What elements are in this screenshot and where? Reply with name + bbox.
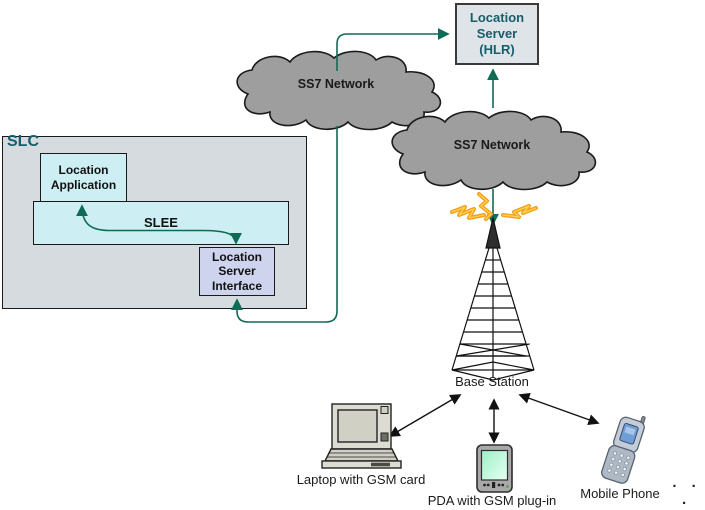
arrow-base-to-mobile xyxy=(518,392,600,426)
mobile-phone-label: Mobile Phone xyxy=(580,486,660,501)
pda-label: PDA with GSM plug-in xyxy=(427,493,557,508)
location-server-interface-box: Location Server Interface xyxy=(199,247,275,296)
arrow-base-to-laptop xyxy=(388,394,462,437)
base-station-tower-icon xyxy=(451,217,535,381)
location-server-hlr-box: Location Server (HLR) xyxy=(455,3,539,65)
location-server-interface-label: Location Server Interface xyxy=(211,249,263,293)
base-station-label: Base Station xyxy=(455,374,529,389)
ss7-network-lower-label: SS7 Network xyxy=(453,138,531,152)
ss7-network-upper-label: SS7 Network xyxy=(297,77,375,91)
location-application-box: Location Application xyxy=(40,153,127,202)
slee-label: SLEE xyxy=(144,215,178,231)
lightning-bolt-icon xyxy=(450,192,538,221)
location-server-hlr-label: Location Server (HLR) xyxy=(469,10,525,57)
laptop-icon xyxy=(321,403,402,469)
more-devices-ellipsis: · · · xyxy=(672,478,702,510)
arrow-cloud-to-location-server xyxy=(336,28,450,71)
slc-title: SLC xyxy=(7,133,39,150)
laptop-label: Laptop with GSM card xyxy=(296,472,426,487)
mobile-phone-icon xyxy=(601,416,646,484)
location-application-label: Location Application xyxy=(50,162,117,192)
pda-icon xyxy=(476,444,513,493)
slee-box: SLEE xyxy=(33,201,289,245)
